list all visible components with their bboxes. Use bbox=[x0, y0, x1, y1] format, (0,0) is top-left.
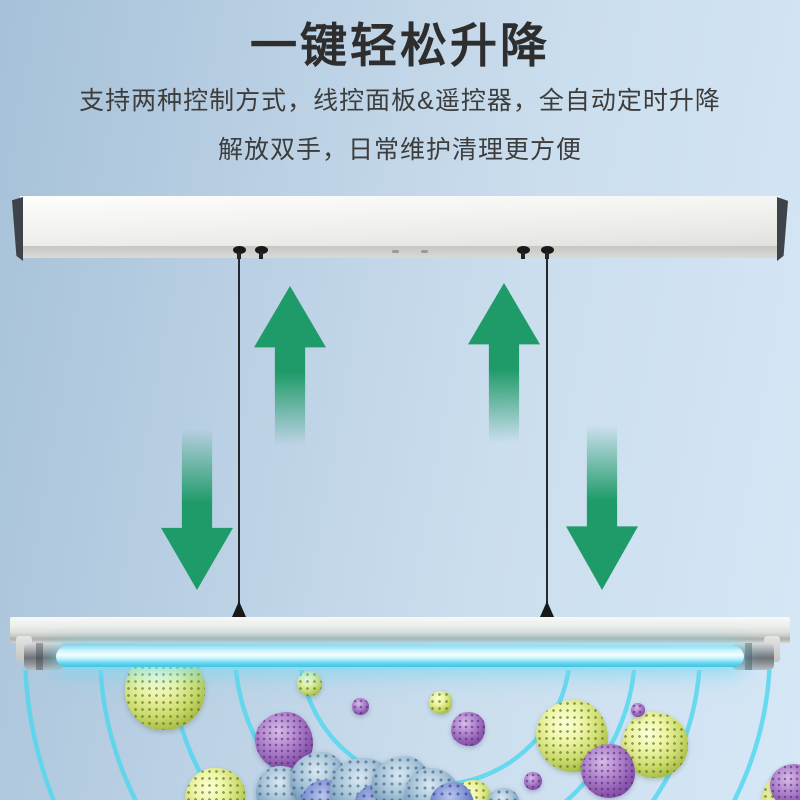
ceiling-lift-track-unit bbox=[20, 196, 780, 246]
cable-anchor-knob bbox=[255, 246, 268, 259]
purple-germ-icon bbox=[524, 772, 542, 790]
right-hanging-cable bbox=[546, 254, 548, 612]
cable-anchor-knob bbox=[541, 246, 554, 259]
subtitle-line-2: 解放双手，日常维护清理更方便 bbox=[217, 136, 582, 165]
right-cable-connector bbox=[540, 601, 554, 617]
cable-anchor-knob bbox=[233, 246, 246, 259]
ceiling-unit-underside bbox=[20, 246, 780, 258]
page-title: 一键轻松升降 bbox=[250, 19, 550, 72]
up-arrow-icon bbox=[468, 283, 540, 449]
blue-germ-icon bbox=[430, 782, 474, 800]
up-arrow-icon bbox=[254, 286, 326, 452]
ceiling-unit-left-edge bbox=[12, 197, 23, 261]
ceiling-unit-right-edge bbox=[777, 197, 788, 261]
purple-germ-icon bbox=[451, 712, 485, 746]
blue-germ-icon bbox=[487, 788, 519, 800]
purple-germ-icon bbox=[581, 744, 635, 798]
subtitle-line-1: 支持两种控制方式，线控面板&遥控器，全自动定时升降 bbox=[79, 86, 721, 115]
uv-lamp-bar bbox=[10, 617, 790, 643]
left-hanging-cable bbox=[238, 254, 240, 612]
green-virus-icon bbox=[429, 691, 452, 714]
down-arrow-icon bbox=[161, 422, 233, 590]
header: 一键轻松升降 支持两种控制方式，线控面板&遥控器，全自动定时升降 解放双手，日常… bbox=[0, 0, 800, 179]
purple-germ-icon bbox=[631, 703, 645, 717]
cable-anchor-knob bbox=[517, 246, 530, 259]
purple-germ-icon bbox=[352, 698, 369, 715]
uv-lamp-tube bbox=[56, 646, 744, 667]
screw-mark bbox=[392, 250, 399, 253]
screw-mark bbox=[421, 250, 428, 253]
green-virus-icon bbox=[297, 671, 322, 696]
left-cable-connector bbox=[232, 601, 246, 617]
down-arrow-icon bbox=[566, 418, 638, 590]
